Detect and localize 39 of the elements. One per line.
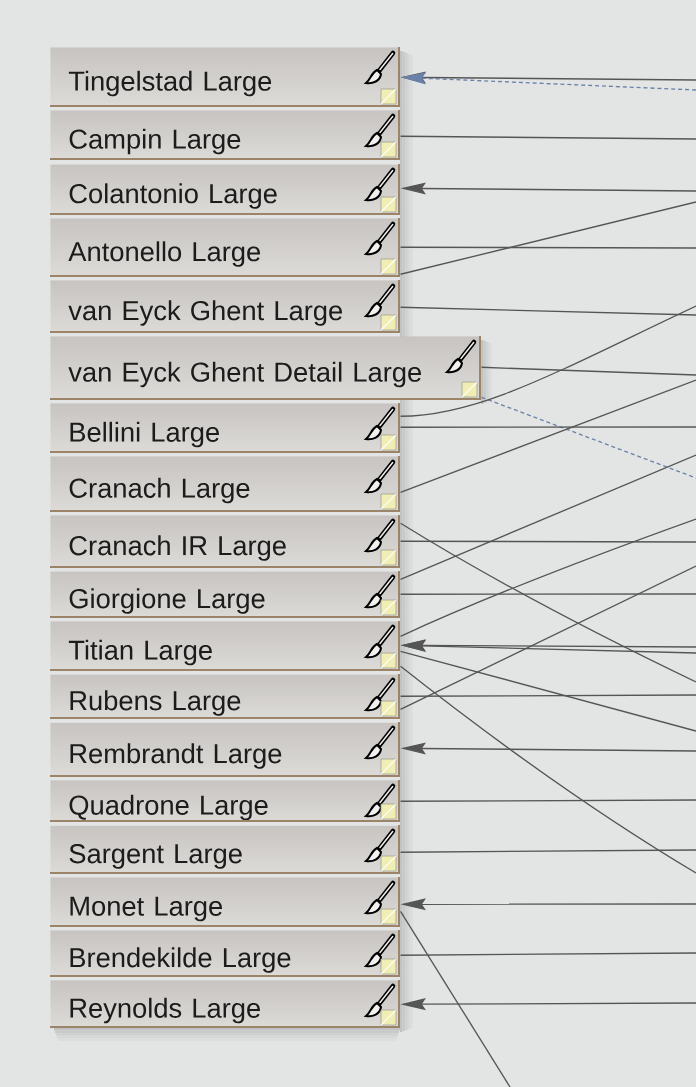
connector-line bbox=[399, 799, 696, 802]
connector-line bbox=[399, 910, 511, 1087]
connector-line bbox=[399, 665, 696, 874]
node-box: Brendekilde Large bbox=[49, 929, 400, 977]
node-box: Quadrone Large bbox=[49, 779, 400, 822]
connector-line bbox=[399, 426, 696, 428]
connector-line bbox=[399, 593, 696, 595]
connector-line bbox=[399, 518, 696, 637]
connector-line bbox=[399, 246, 696, 249]
node-box: Rubens Large bbox=[49, 673, 400, 719]
node-box: Antonello Large bbox=[49, 217, 400, 277]
node-box: Giorgione Large bbox=[49, 570, 400, 618]
connector-line bbox=[480, 396, 696, 479]
connector-line bbox=[399, 565, 696, 710]
connector-line bbox=[399, 306, 696, 316]
node-box: Cranach IR Large bbox=[49, 514, 400, 568]
node-box: Cranach Large bbox=[49, 455, 400, 512]
node-box: van Eyck Ghent Large bbox=[49, 279, 400, 333]
connector-line bbox=[399, 540, 696, 543]
connector-line bbox=[399, 305, 696, 417]
node-box: Titian Large bbox=[49, 620, 400, 671]
node-box: Colantonio Large bbox=[49, 163, 400, 215]
connector-line bbox=[399, 849, 696, 853]
node-box: van Eyck Ghent Detail Large bbox=[49, 335, 481, 400]
connector-line bbox=[399, 522, 696, 683]
node-box: Rembrandt Large bbox=[49, 721, 400, 777]
node-box: Campin Large bbox=[49, 109, 400, 160]
node-box: Sargent Large bbox=[49, 824, 400, 874]
connector-line bbox=[399, 650, 696, 732]
node-box: Reynolds Large bbox=[49, 979, 400, 1028]
node-box: Bellini Large bbox=[49, 402, 400, 453]
connector-line bbox=[399, 694, 696, 697]
connector-line bbox=[399, 135, 696, 140]
connector-line bbox=[399, 454, 696, 580]
node-box: Tingelstad Large bbox=[49, 46, 400, 107]
node-box: Monet Large bbox=[49, 876, 400, 927]
connector-line bbox=[399, 379, 696, 493]
connector-line bbox=[480, 366, 696, 376]
connector-line bbox=[399, 952, 696, 956]
